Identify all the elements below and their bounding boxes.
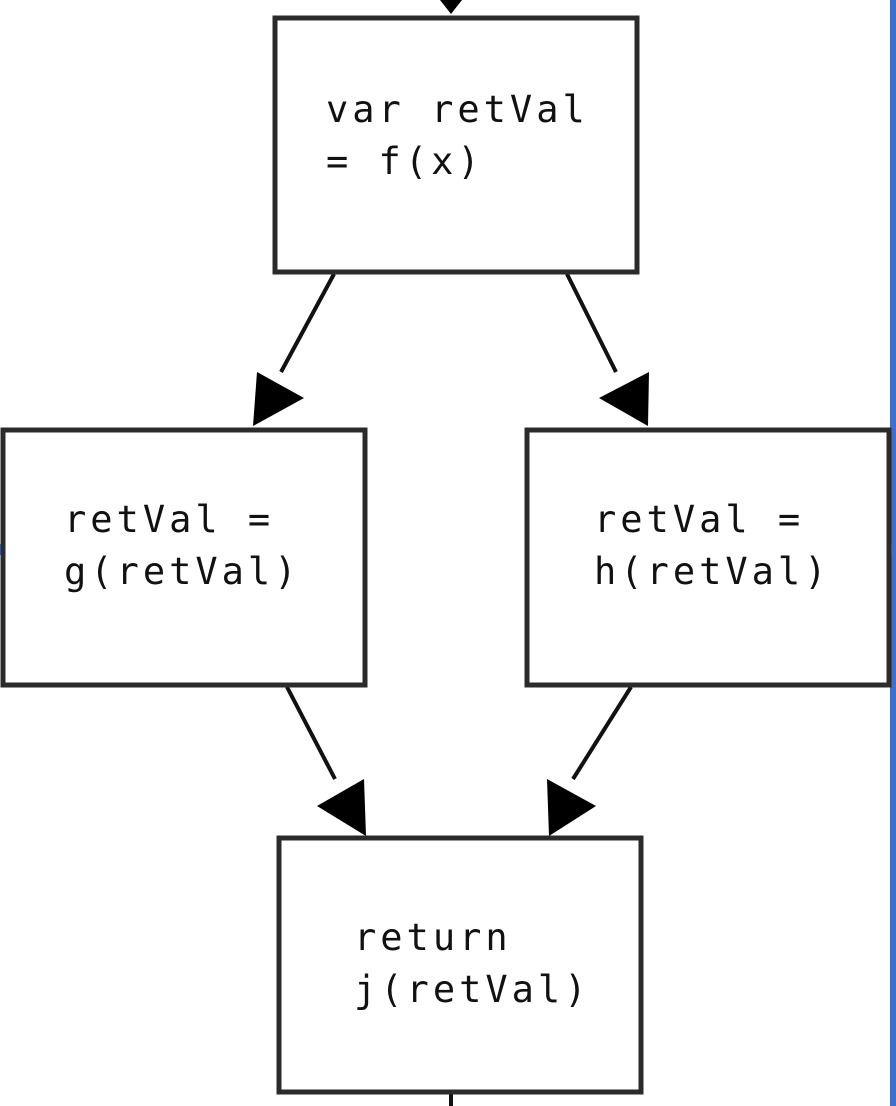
node-label-line-2: g(retVal): [64, 550, 300, 593]
node-box: [272, 15, 640, 275]
edge-incoming-to-assign-f: [440, 0, 462, 14]
node-box: [276, 835, 644, 1095]
node-label-line-1: retVal =: [594, 498, 804, 541]
node-label-line-1: var retVal: [326, 88, 589, 131]
node-return-j[interactable]: return j(retVal): [276, 835, 644, 1095]
node-assign-f[interactable]: var retVal = f(x): [272, 15, 640, 275]
node-assign-h[interactable]: retVal = h(retVal): [524, 427, 892, 688]
node-box: [0, 427, 368, 688]
arrowhead: [253, 372, 304, 426]
node-label-line-1: retVal =: [64, 498, 274, 541]
node-assign-g[interactable]: retVal = g(retVal): [0, 427, 368, 688]
edge-assign-g-to-return-j: [285, 686, 366, 836]
node-label-line-2: h(retVal): [594, 550, 830, 593]
arrowhead: [317, 779, 366, 836]
window-edge-bar: [890, 0, 896, 1106]
edge-assign-h-to-return-j: [547, 685, 633, 836]
arrowhead: [440, 0, 462, 14]
arrowhead: [599, 372, 649, 426]
edge-assign-f-to-assign-h: [565, 273, 649, 426]
node-label-line-1: return: [354, 916, 512, 959]
node-label-line-2: j(retVal): [354, 968, 590, 1011]
arrowhead: [547, 779, 596, 836]
edge-assign-f-to-assign-g: [253, 273, 336, 426]
node-label-line-2: = f(x): [326, 140, 484, 183]
node-box: [524, 427, 892, 688]
